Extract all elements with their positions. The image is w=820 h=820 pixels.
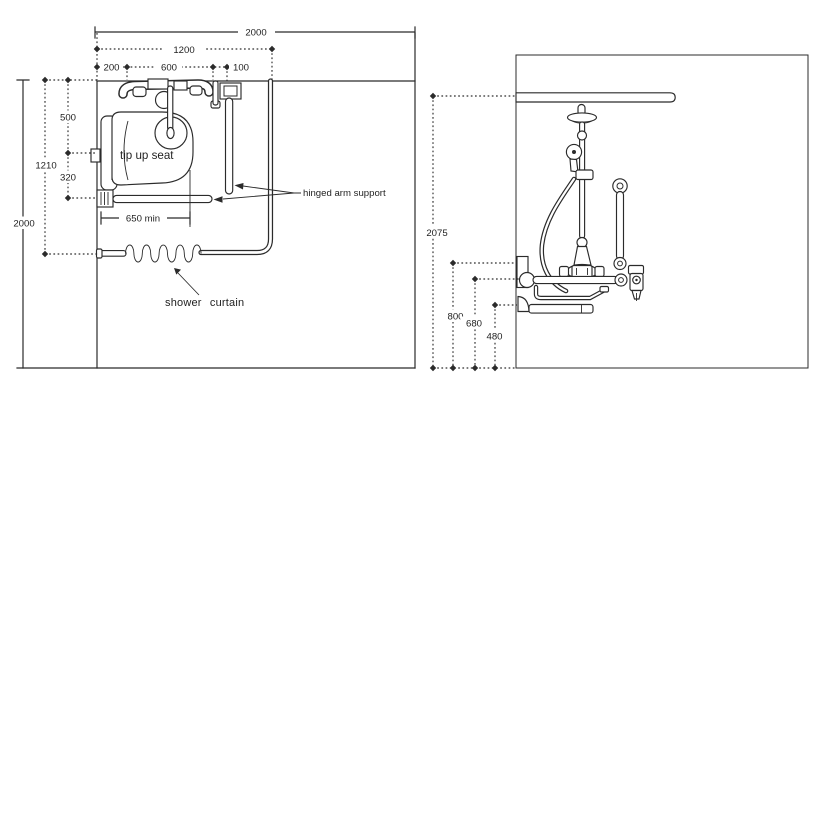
shower-curtain-label: shower curtain: [165, 268, 244, 309]
dim-curtain-rail-span-text: 1200: [173, 45, 194, 56]
valve-block-right: [173, 80, 188, 91]
shower-arm-tip: [166, 126, 175, 140]
dim-rail-depth: 320: [55, 153, 97, 202]
dim-seat-depth-text: 500: [60, 113, 76, 124]
vertical-bar-bottom-flange: [613, 256, 627, 271]
dim-overall-width: 2000: [94, 26, 416, 39]
leader-arrow-curtain: [174, 268, 181, 275]
grab-rail-horizontal-elevation: [516, 255, 628, 301]
arm-support-vertical-rail: [224, 97, 234, 195]
hinged-arm-support-label: hinged arm support: [213, 183, 386, 203]
seat-plank: [528, 303, 594, 314]
grab-rail-end-ball: [614, 273, 628, 287]
dim-support-height-text: 800: [447, 312, 463, 323]
leader-arrow-vertical-rail: [234, 183, 244, 190]
tip-up-seat-elevation: [517, 295, 594, 314]
shower-valve-assembly-plan: [118, 78, 214, 110]
curtain-wall-cap: [95, 248, 103, 259]
grab-bar-vertical-elevation: [612, 178, 628, 271]
seat-wall-bracket: [90, 148, 101, 163]
dim-wall-offset-text: 200: [103, 63, 119, 74]
valve-block-left: [147, 78, 169, 90]
dim-overall-depth: 2000: [9, 79, 39, 369]
dim-curtain-rail-height-text: 2075: [426, 228, 447, 239]
hinged-arm-support-text: hinged arm support: [303, 188, 386, 199]
elevation-view: 2075 800 680 480: [422, 54, 809, 372]
leader-arrow-horizontal-rail: [213, 196, 223, 203]
plan-enclosure: [16, 32, 416, 369]
arm-support-wall-mount: [96, 189, 114, 208]
mixer-valve-cap: [571, 264, 593, 279]
docked-handset-cone: [573, 245, 592, 266]
arm-support-vertical-plan: [219, 82, 242, 195]
wall-stub-fixture-plan: [210, 80, 221, 109]
arm-support-horizontal-plan: [96, 189, 213, 208]
curtain-rail-plan: [198, 78, 274, 256]
riser-slider: [575, 169, 594, 181]
shower-arm-plan: [167, 85, 174, 131]
dim-support-height: 800: [442, 259, 515, 372]
dim-grab-rail-height-text: 680: [466, 319, 482, 330]
shower-curtain-plan: [95, 244, 202, 263]
elevation-wall-panel: [515, 54, 809, 369]
arm-support-mount-block: [219, 82, 242, 100]
arm-support-horizontal-rail: [112, 194, 213, 204]
dim-overall-depth-text: 2000: [13, 219, 34, 230]
dim-seat-height: 480: [481, 301, 517, 372]
dim-fixture-span-text: 600: [161, 63, 177, 74]
mixer-knob-right: [594, 265, 605, 278]
riser-ball-joint: [576, 130, 588, 141]
tip-up-seat-label: tip up seat: [120, 149, 174, 162]
rail-flange: [518, 271, 536, 289]
dim-support-offset-text: 100: [233, 63, 249, 74]
dim-curtain-rail-height: 2075: [422, 92, 516, 372]
arm-support-folded-elevation: [627, 264, 645, 301]
dim-grab-rail-height: 680: [460, 275, 519, 372]
curtain-waves: [125, 244, 202, 263]
seat-fold-line: [123, 120, 129, 181]
seat-bracket-wedge: [517, 295, 530, 313]
shower-column-elevation: [539, 103, 605, 294]
dim-seat-height-text: 480: [486, 332, 502, 343]
curtain-rail-end-plan: [98, 250, 127, 257]
mixer-knob-left: [558, 265, 570, 278]
dim-seat-depth: 500: [55, 76, 97, 157]
dim-overall-width-text: 2000: [245, 28, 266, 39]
vertical-bar: [615, 190, 625, 261]
dim-mid-depth: 1210: [31, 76, 99, 258]
dim-mid-depth-text: 1210: [35, 161, 56, 172]
valve-knob-left: [132, 86, 147, 98]
shower-head-elevation: [566, 112, 598, 123]
valve-knob-right: [189, 85, 203, 96]
loop-end-cap: [599, 285, 610, 293]
dim-curtain-rail-span: 1200: [93, 33, 276, 80]
curtain-rail-elevation: [515, 92, 676, 103]
dim-top-offsets: 200 600 100: [93, 61, 253, 82]
grab-rail-bar: [532, 275, 619, 285]
plan-view: 2000 1200 200 600 100 2000: [9, 26, 416, 369]
shower-head-plan: [154, 85, 188, 150]
dim-rail-depth-text: 320: [60, 173, 76, 184]
dim-seat-clearance: 650 min: [100, 170, 191, 227]
dim-seat-clearance-text: 650 min: [126, 214, 160, 225]
shower-curtain-text: shower curtain: [165, 297, 244, 309]
